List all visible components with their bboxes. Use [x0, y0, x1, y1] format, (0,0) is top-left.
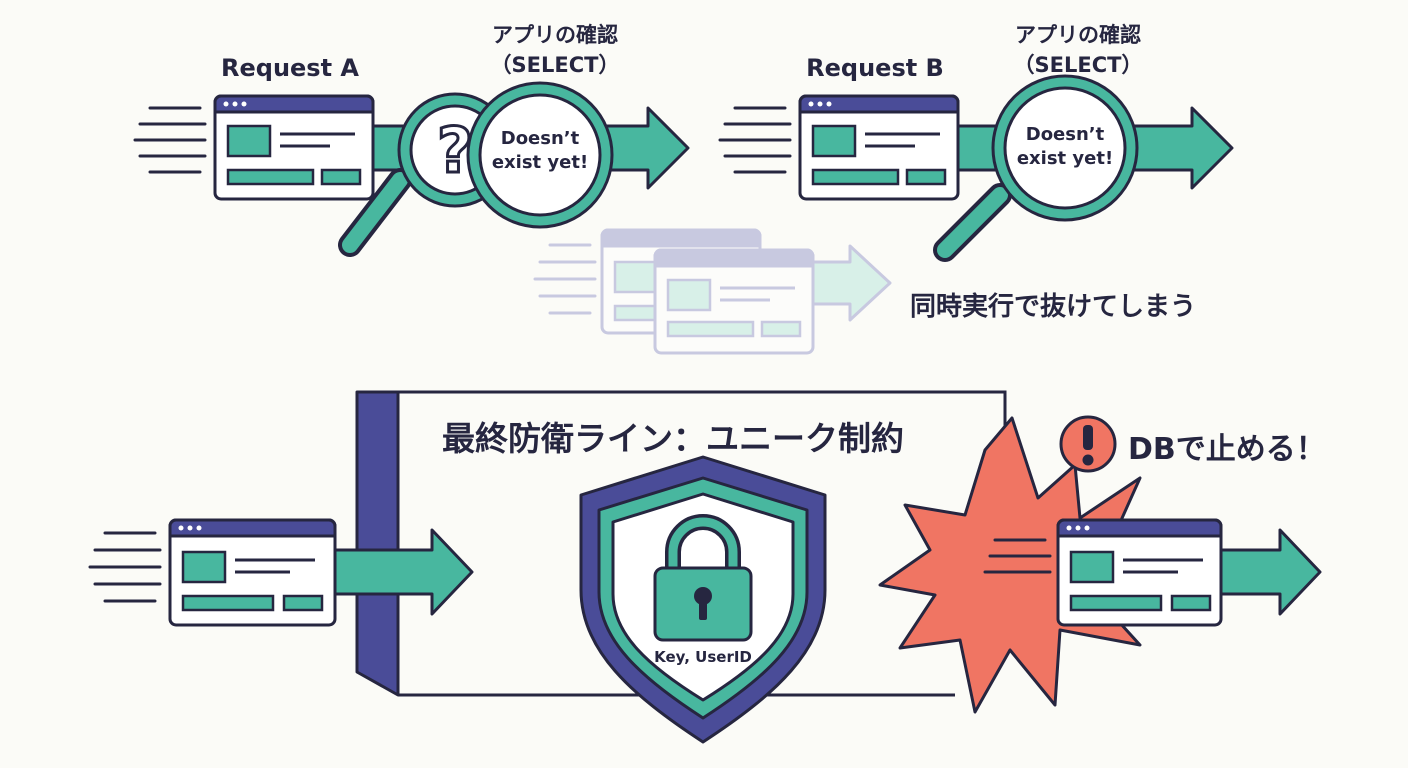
collision-burst — [878, 416, 1162, 714]
ghost-window-front — [653, 248, 815, 355]
request-a-lens-text: Doesn’t exist yet! — [491, 128, 589, 173]
request-a-check-sub: （SELECT） — [490, 53, 620, 77]
speed-lines-b — [718, 106, 792, 174]
request-a-group: ? — [133, 81, 690, 257]
request-a-check-label: アプリの確認 — [492, 23, 618, 47]
browser-window-incoming — [168, 518, 337, 627]
exclamation-icon — [1059, 415, 1117, 473]
ghost-window-back — [600, 228, 762, 335]
blocked-request-group — [983, 518, 1322, 627]
db-stop-label: DBで止める！ — [1128, 432, 1326, 467]
request-b-check-sub: （SELECT） — [1013, 53, 1143, 77]
magnifier-handle-b — [933, 183, 1012, 262]
concurrent-label: 同時実行で抜けてしまう — [910, 292, 1197, 322]
magnifier-handle-a — [338, 168, 412, 257]
request-a-title: Request A — [221, 54, 359, 82]
request-b-check-label: アプリの確認 — [1015, 23, 1141, 47]
request-b-group — [718, 74, 1234, 262]
defense-title: 最終防衛ライン：ユニーク制約 — [442, 419, 904, 458]
speed-lines-a — [133, 106, 207, 174]
browser-window-b — [798, 94, 960, 201]
padlock-shield-icon — [579, 455, 827, 744]
padlock-icon — [653, 514, 753, 642]
lens-a — [466, 81, 614, 229]
arrow-blocked — [1213, 528, 1322, 616]
magnifier-icon — [991, 74, 1139, 222]
browser-window-a — [213, 94, 375, 201]
shield-key-label: Key, UserID — [654, 648, 752, 666]
request-b-title: Request B — [806, 54, 944, 82]
browser-window-blocked — [1056, 518, 1223, 627]
request-b-lens-text: Doesn’t exist yet! — [1016, 124, 1114, 169]
arrow-incoming — [328, 528, 474, 616]
concurrent-ghost-group — [533, 228, 892, 355]
incoming-request-group — [88, 518, 474, 627]
